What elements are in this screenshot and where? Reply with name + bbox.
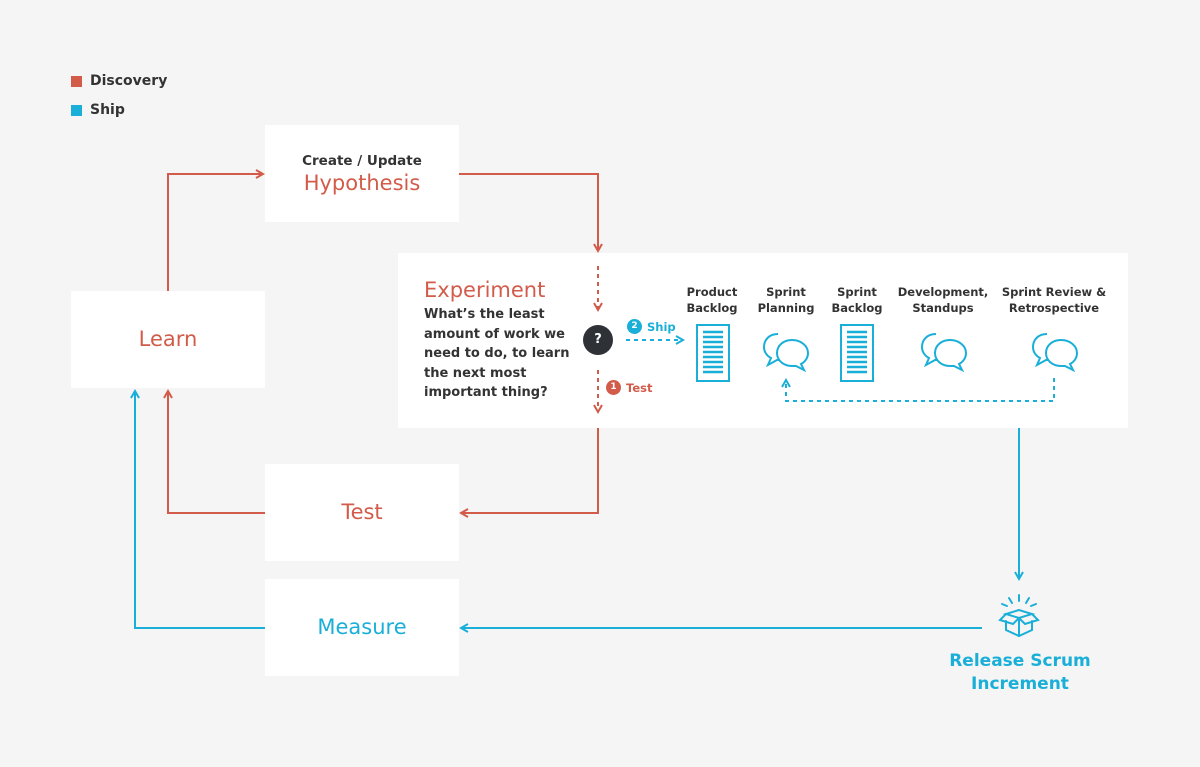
legend-discovery-label: Discovery xyxy=(90,73,168,89)
legend-ship-label: Ship xyxy=(90,102,125,118)
step-development-title: Development, Standups xyxy=(888,284,998,316)
release-line1: Release Scrum xyxy=(949,651,1091,671)
legend-discovery: Discovery xyxy=(71,73,167,89)
release-label: Release Scrum Increment xyxy=(930,650,1110,696)
hypothesis-title: Hypothesis xyxy=(303,171,421,195)
hypothesis-box xyxy=(265,125,459,222)
experiment-panel xyxy=(398,253,1128,428)
learn-label: Learn xyxy=(138,327,198,351)
arrow-measure-to-learn xyxy=(135,391,265,629)
arrow-hypothesis-to-experiment xyxy=(459,173,598,251)
dashed-feedback-loop xyxy=(786,378,1055,402)
test-box: Test xyxy=(265,464,459,561)
step-development-line2: Standups xyxy=(912,301,974,315)
step-review-line2: Retrospective xyxy=(1008,301,1100,315)
arrow-experiment-to-test xyxy=(461,428,599,513)
ship-badge: 2 xyxy=(627,319,642,334)
open-box-icon xyxy=(998,594,1040,638)
hypothesis-prefix: Create / Update xyxy=(302,153,422,169)
legend-ship: Ship xyxy=(71,102,125,118)
backlog-list-icon xyxy=(696,324,730,382)
step-sprint-planning-line2: Planning xyxy=(757,301,815,315)
step-sprint-backlog-line2: Backlog xyxy=(831,301,883,315)
chat-bubbles-icon xyxy=(1031,333,1079,372)
ship-label: Ship xyxy=(647,320,676,334)
step-development-line1: Development, xyxy=(897,285,989,299)
experiment-question: What’s the least amount of work we need … xyxy=(424,307,570,400)
arrow-test-to-learn xyxy=(168,391,265,514)
step-product-backlog-line2: Backlog xyxy=(686,301,738,315)
step-review-title: Sprint Review & Retrospective xyxy=(999,284,1109,316)
measure-box: Measure xyxy=(265,579,459,676)
measure-label: Measure xyxy=(317,615,407,639)
step-sprint-backlog-line1: Sprint xyxy=(837,285,877,299)
step-sprint-backlog-title: Sprint Backlog xyxy=(817,284,897,316)
chat-bubbles-icon xyxy=(920,333,968,372)
learn-box: Learn xyxy=(71,291,265,388)
backlog-list-icon xyxy=(840,324,874,382)
legend-ship-swatch xyxy=(71,104,82,116)
step-sprint-planning-title: Sprint Planning xyxy=(746,284,826,316)
step-product-backlog-title: Product Backlog xyxy=(672,284,752,316)
test-badge: 1 xyxy=(606,380,621,395)
release-line2: Increment xyxy=(971,674,1069,694)
step-review-line1: Sprint Review & xyxy=(1001,285,1107,299)
step-product-backlog-line1: Product xyxy=(686,285,738,299)
test-step-label: Test xyxy=(626,381,653,395)
legend-discovery-swatch xyxy=(71,75,82,87)
decision-node: ? xyxy=(583,325,613,355)
arrow-learn-to-hypothesis xyxy=(167,174,263,291)
test-label: Test xyxy=(341,500,383,524)
experiment-title: Experiment xyxy=(424,278,546,302)
step-sprint-planning-line1: Sprint xyxy=(766,285,806,299)
chat-bubbles-icon xyxy=(762,333,810,372)
